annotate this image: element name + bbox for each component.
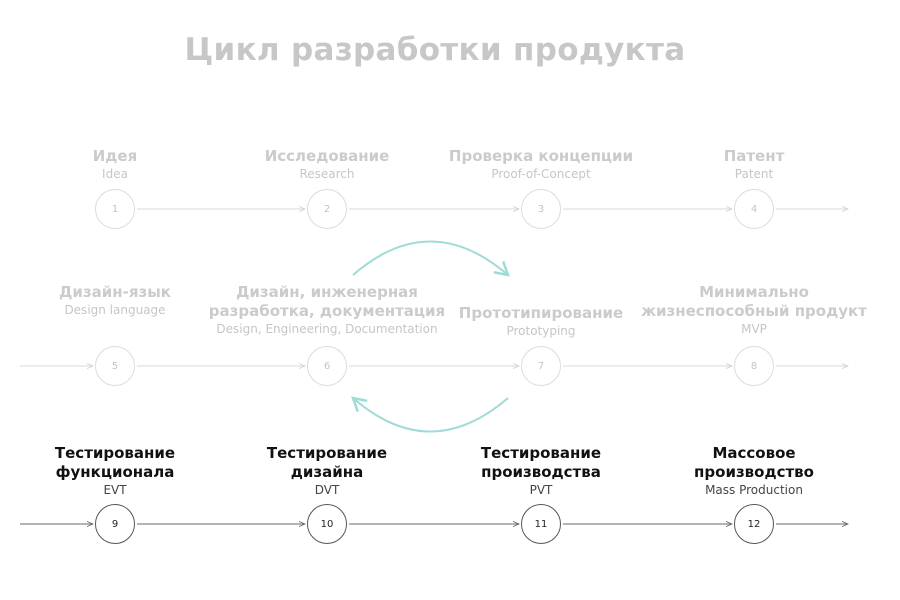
step-12-node: 12 bbox=[734, 504, 774, 544]
step-5-node: 5 bbox=[95, 346, 135, 386]
step-6-title: Дизайн, инженерная разработка, документа… bbox=[208, 283, 446, 320]
step-7-title: Прототипирование bbox=[458, 304, 624, 322]
step-6-label: Дизайн, инженерная разработка, документа… bbox=[197, 283, 457, 337]
step-8-title: Минимально жизнеспособный продукт bbox=[641, 283, 867, 320]
step-3-title: Проверка концепции bbox=[448, 147, 634, 165]
step-6-node: 6 bbox=[307, 346, 347, 386]
step-4-title: Патент bbox=[723, 147, 785, 165]
step-8-subtitle: MVP bbox=[741, 322, 767, 336]
step-1-node: 1 bbox=[95, 189, 135, 229]
step-10-node: 10 bbox=[307, 504, 347, 544]
step-12-subtitle: Mass Production bbox=[705, 483, 803, 497]
step-3-node: 3 bbox=[521, 189, 561, 229]
step-2-node: 2 bbox=[307, 189, 347, 229]
step-9-subtitle: EVT bbox=[103, 483, 127, 497]
loop-arrow-back bbox=[351, 396, 509, 433]
step-5-title: Дизайн-язык bbox=[59, 283, 171, 301]
step-4-subtitle: Patent bbox=[734, 167, 774, 181]
step-9-node: 9 bbox=[95, 504, 135, 544]
step-11-title: Тестирование производства bbox=[480, 444, 602, 481]
step-6-subtitle: Design, Engineering, Documentation bbox=[216, 322, 438, 336]
step-10-title: Тестирование дизайна bbox=[266, 444, 388, 481]
step-5-subtitle: Design language bbox=[64, 303, 166, 317]
step-4-node: 4 bbox=[734, 189, 774, 229]
step-3-subtitle: Proof-of-Concept bbox=[491, 167, 591, 181]
page-title: Цикл разработки продукта bbox=[184, 32, 686, 68]
step-2-subtitle: Research bbox=[299, 167, 355, 181]
loop-arrow-forward bbox=[352, 240, 510, 277]
step-11-subtitle: PVT bbox=[529, 483, 553, 497]
step-7-node: 7 bbox=[521, 346, 561, 386]
step-9-title: Тестирование функционала bbox=[54, 444, 176, 481]
step-11-node: 11 bbox=[521, 504, 561, 544]
step-2-title: Исследование bbox=[264, 147, 390, 165]
step-1-subtitle: Idea bbox=[102, 167, 128, 181]
step-8-node: 8 bbox=[734, 346, 774, 386]
step-10-subtitle: DVT bbox=[314, 483, 340, 497]
step-1-title: Идея bbox=[92, 147, 138, 165]
step-12-title: Массовое производство bbox=[694, 444, 814, 481]
step-7-subtitle: Prototyping bbox=[506, 324, 576, 338]
